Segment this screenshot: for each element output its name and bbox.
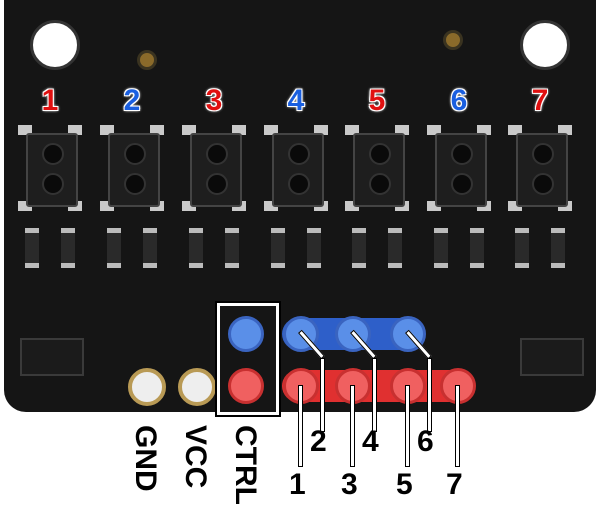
ir-sensor — [182, 125, 246, 211]
resistor — [271, 228, 285, 268]
vcc-label: VCC — [179, 425, 212, 489]
even-pin-label: 6 — [417, 425, 434, 458]
leader-line — [455, 385, 460, 467]
odd-pin-label: 5 — [396, 468, 413, 501]
leader-line — [405, 385, 410, 467]
sensor-number-4: 4 — [287, 84, 305, 117]
leader-line — [320, 358, 325, 432]
resistor — [225, 228, 239, 268]
resistor — [25, 228, 39, 268]
odd-pin-label: 1 — [289, 468, 306, 501]
ir-sensor — [508, 125, 572, 211]
mounting-hole-right — [520, 20, 570, 70]
sensor-number-6: 6 — [450, 84, 468, 117]
ctrl-odd-pin — [228, 368, 264, 404]
even-pin-label: 2 — [310, 425, 327, 458]
ir-sensor — [345, 125, 409, 211]
even-pin-label: 4 — [362, 425, 379, 458]
ir-sensor — [264, 125, 328, 211]
leader-line — [350, 385, 355, 467]
regulator-right — [520, 338, 584, 376]
gnd-label: GND — [129, 425, 162, 492]
ir-sensor — [18, 125, 82, 211]
resistor — [107, 228, 121, 268]
odd-pin-label: 3 — [341, 468, 358, 501]
leader-line — [298, 385, 303, 467]
mounting-hole-left — [30, 20, 80, 70]
sensor-number-7: 7 — [531, 84, 549, 117]
odd-pin-label: 7 — [446, 468, 463, 501]
sensor-number-3: 3 — [205, 84, 223, 117]
via — [443, 30, 463, 50]
resistor — [307, 228, 321, 268]
resistor — [189, 228, 203, 268]
vcc-pin — [178, 368, 216, 406]
ir-sensor — [427, 125, 491, 211]
resistor — [143, 228, 157, 268]
via — [137, 50, 157, 70]
sensor-number-1: 1 — [41, 84, 59, 117]
ctrl-even-pin — [228, 316, 264, 352]
leader-line — [427, 358, 432, 432]
ctrl-highlight-box — [215, 301, 281, 417]
ctrl-label: CTRL — [229, 425, 262, 505]
resistor — [61, 228, 75, 268]
sensor-number-5: 5 — [368, 84, 386, 117]
gnd-pin — [128, 368, 166, 406]
ir-sensor — [100, 125, 164, 211]
sensor-number-2: 2 — [123, 84, 141, 117]
even-pin — [390, 316, 426, 352]
resistor — [388, 228, 402, 268]
resistor — [551, 228, 565, 268]
resistor — [515, 228, 529, 268]
regulator-left — [20, 338, 84, 376]
resistor — [352, 228, 366, 268]
resistor — [434, 228, 448, 268]
leader-line — [372, 358, 377, 432]
resistor — [470, 228, 484, 268]
